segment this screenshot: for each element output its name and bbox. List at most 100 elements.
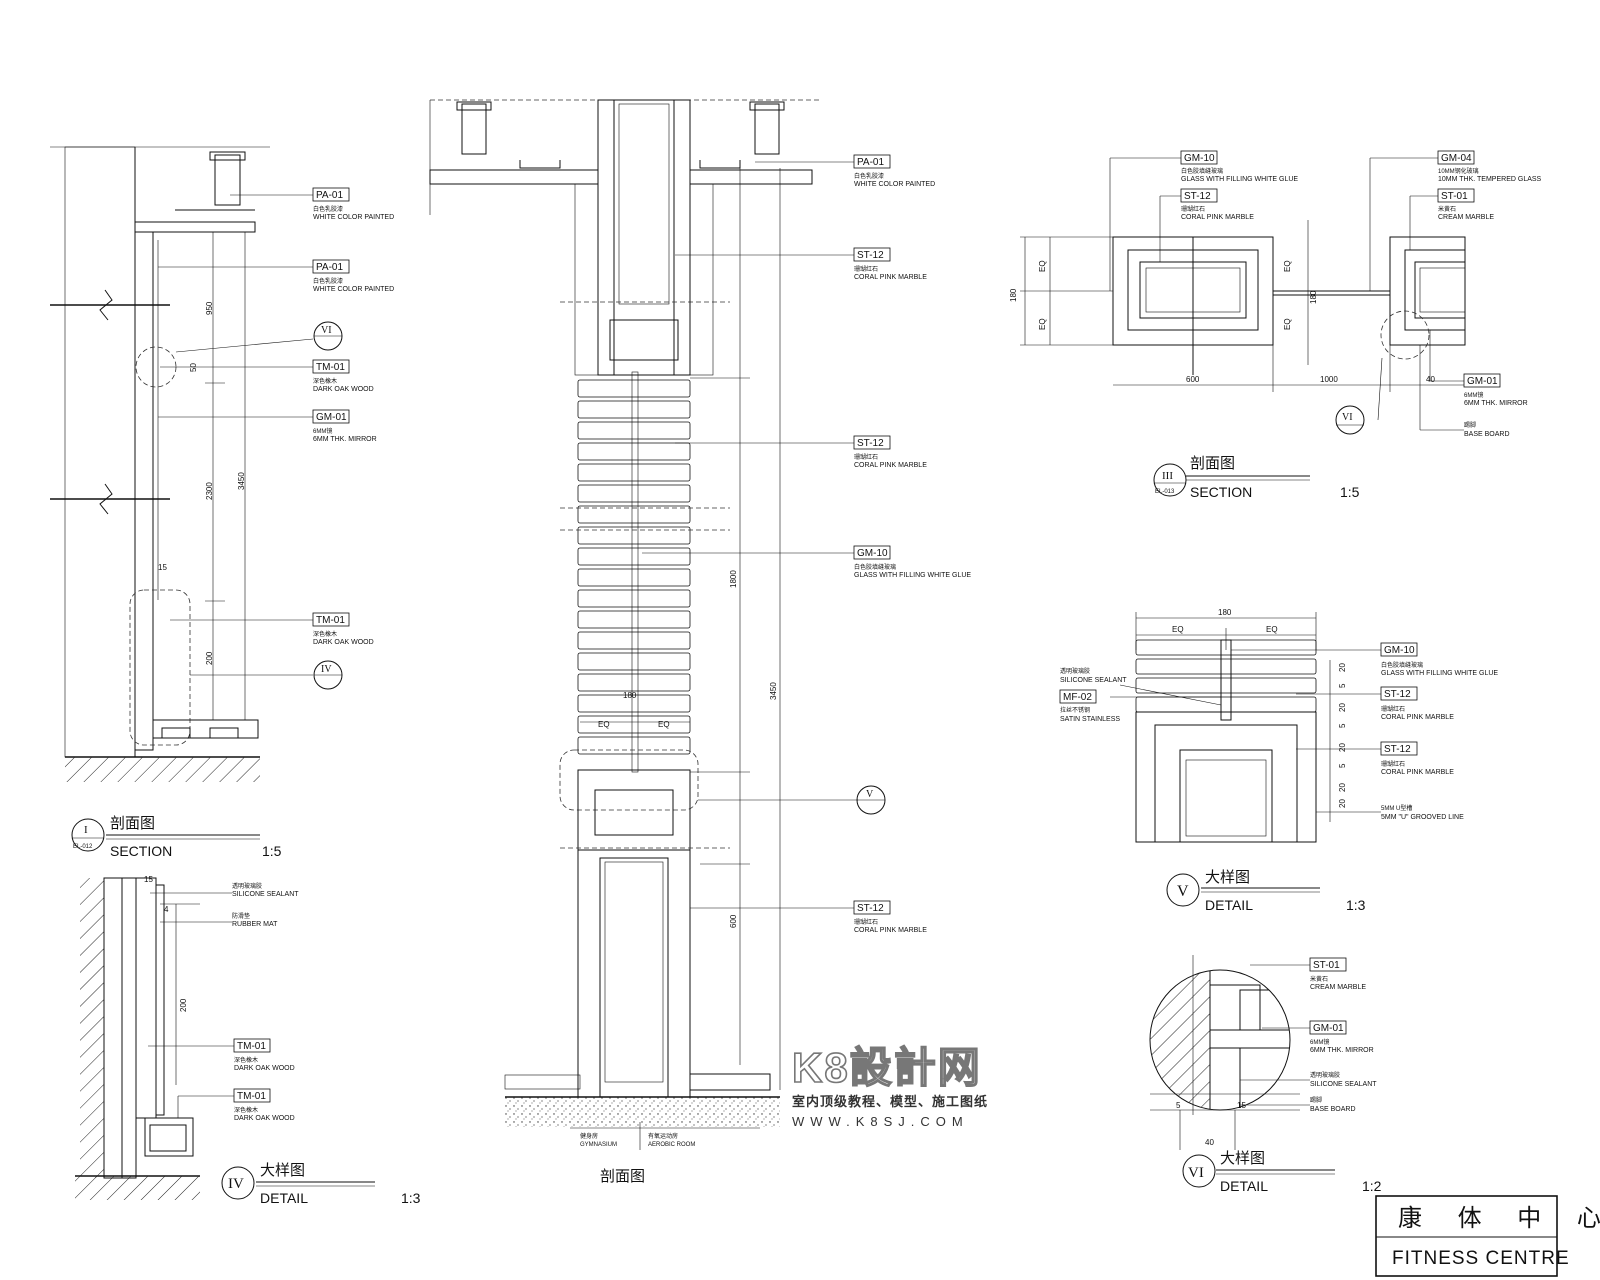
- marker-label: V: [866, 789, 874, 800]
- callout-en: GLASS WITH FILLING WHITE GLUE: [1181, 176, 1298, 183]
- callout-cn: 6MM镜: [1464, 391, 1483, 399]
- section-3-callouts: GM-10 白色胶填缝玻璃 GLASS WITH FILLING WHITE G…: [1109, 150, 1542, 438]
- floor-slab: [65, 757, 260, 782]
- view-number: I: [84, 824, 88, 836]
- detail-5-dims: 180 EQ EQ 20 5 20 5 20 5 20 20: [1172, 608, 1347, 808]
- detail-5-title: V 大样图 DETAIL 1:3: [1166, 869, 1366, 913]
- partition-upper: [597, 99, 691, 376]
- callout-cn: 透明玻璃胶: [232, 882, 262, 890]
- marble-course: [577, 505, 691, 524]
- view-number: V: [1177, 883, 1189, 900]
- callout-cn: 米黄石: [1438, 205, 1456, 213]
- section-1-drawing: [50, 146, 270, 782]
- callout-code: ST-12: [1384, 689, 1411, 700]
- callout-cn: 珊瑚红石: [1181, 205, 1205, 213]
- dim-label: 180: [1218, 608, 1232, 617]
- view-number: IV: [228, 1176, 244, 1192]
- callout-code: MF-02: [1063, 692, 1092, 703]
- dim-label: 180: [623, 691, 637, 700]
- view-ref: EL-013: [1155, 489, 1175, 495]
- view-symbol: [1182, 1154, 1216, 1188]
- callout-en: GLASS WITH FILLING WHITE GLUE: [1381, 670, 1498, 677]
- callout-cn: 珊瑚红石: [1381, 760, 1405, 768]
- callout-en: CREAM MARBLE: [1438, 214, 1494, 221]
- callout-code: PA-01: [857, 157, 884, 168]
- room-right-cn: 有氧运动房: [648, 1132, 678, 1140]
- callout-en: SATIN STAINLESS: [1060, 716, 1120, 723]
- callout-en: CORAL PINK MARBLE: [1381, 714, 1454, 721]
- callout-en: BASE BOARD: [1464, 431, 1510, 438]
- dim-label: EQ: [1266, 625, 1278, 634]
- dim-label: EQ: [1283, 260, 1292, 272]
- view-title-cn: 剖面图: [110, 815, 155, 832]
- partition-lower: [577, 849, 691, 1098]
- dim-label: EQ: [1172, 625, 1184, 634]
- detail-5-drawing: [1135, 612, 1331, 843]
- marble-courses-v: [1135, 639, 1317, 713]
- center-section-drawing: [429, 99, 820, 1150]
- callout-en: 5MM "U" GROOVED LINE: [1381, 814, 1464, 821]
- callout-cn: 深色橡木: [234, 1056, 258, 1064]
- callout-code: TM-01: [237, 1041, 266, 1052]
- callout-en: 10MM THK. TEMPERED GLASS: [1438, 176, 1542, 183]
- detail-6-dims: 5 15 40: [1176, 1101, 1246, 1147]
- callout-code: ST-12: [1184, 191, 1211, 202]
- detail-5-callouts: GM-10 白色胶填缝玻璃 GLASS WITH FILLING WHITE G…: [1059, 642, 1498, 821]
- callout-en: DARK OAK WOOD: [313, 386, 374, 393]
- callout-en: CREAM MARBLE: [1310, 984, 1366, 991]
- callout-en: RUBBER MAT: [232, 921, 278, 928]
- callout-cn: 珊瑚红石: [854, 265, 878, 273]
- marble-course: [577, 610, 691, 629]
- view-scale: 1:3: [401, 1190, 421, 1206]
- dim-label: 20: [1338, 743, 1347, 752]
- marble-course: [577, 526, 691, 545]
- view-title-cn: 大样图: [1220, 1150, 1265, 1167]
- view-title-en: DETAIL: [1220, 1178, 1268, 1194]
- callout-cn: 珊瑚红石: [1381, 705, 1405, 713]
- section-3-drawing: [1020, 220, 1466, 392]
- watermark: K8設計网 室内顶级教程、模型、施工图纸 WWW.K8SJ.COM: [791, 1043, 987, 1129]
- ceiling-right: [689, 169, 813, 185]
- callout-en: WHITE COLOR PAINTED: [313, 286, 394, 293]
- callout-cn: 10MM钢化玻璃: [1438, 167, 1479, 175]
- view-title-en: DETAIL: [260, 1190, 308, 1206]
- marble-course: [577, 379, 691, 398]
- callout-code: GM-10: [1184, 153, 1215, 164]
- section-1-title: I EL-012 剖面图 SECTION 1:5: [71, 815, 282, 859]
- dim-label: 1800: [729, 570, 738, 588]
- callout-en: 6MM THK. MIRROR: [1464, 400, 1528, 407]
- wall-cladding: [134, 231, 154, 751]
- center-title-cn: 剖面图: [600, 1168, 645, 1185]
- marble-course: [577, 736, 691, 755]
- callout-cn: 5MM U型槽: [1381, 804, 1412, 812]
- view-scale: 1:5: [262, 843, 282, 859]
- section-3-title: III EL-013 剖面图 SECTION 1:5: [1153, 455, 1360, 500]
- title-block-cn: 康 体 中 心: [1398, 1204, 1600, 1232]
- callout-code: GM-10: [1384, 645, 1415, 656]
- dim-label: 180: [1309, 290, 1318, 304]
- detail-4-title: IV 大样图 DETAIL 1:3: [221, 1162, 421, 1206]
- marker-label: IV: [321, 664, 332, 675]
- dim-label: 20: [1338, 783, 1347, 792]
- callout-en: DARK OAK WOOD: [234, 1115, 295, 1122]
- callout-en: DARK OAK WOOD: [313, 639, 374, 646]
- dim-label: 15: [1237, 1101, 1246, 1110]
- dim-label: 1000: [1320, 375, 1338, 384]
- title-block-en: FITNESS CENTRE: [1392, 1248, 1570, 1269]
- callout-code: ST-12: [1384, 744, 1411, 755]
- dim-label: 40: [1205, 1138, 1214, 1147]
- callout-code: GM-04: [1441, 153, 1472, 164]
- detail-marker-vi: [1335, 405, 1365, 435]
- callout-cn: 6MM镜: [1310, 1038, 1329, 1046]
- view-title-en: SECTION: [110, 843, 172, 859]
- room-left-cn: 健身房: [580, 1132, 598, 1140]
- dim-label: 180: [1009, 288, 1018, 302]
- title-block-frame: [1375, 1195, 1558, 1277]
- dim-label: EQ: [598, 720, 610, 729]
- callout-en: CORAL PINK MARBLE: [1381, 769, 1454, 776]
- ceiling-hanger: [214, 154, 241, 206]
- callout-cn: 白色乳胶漆: [313, 205, 343, 213]
- marble-course: [1135, 677, 1317, 694]
- marble-course: [577, 400, 691, 419]
- dim-label: 200: [205, 651, 214, 665]
